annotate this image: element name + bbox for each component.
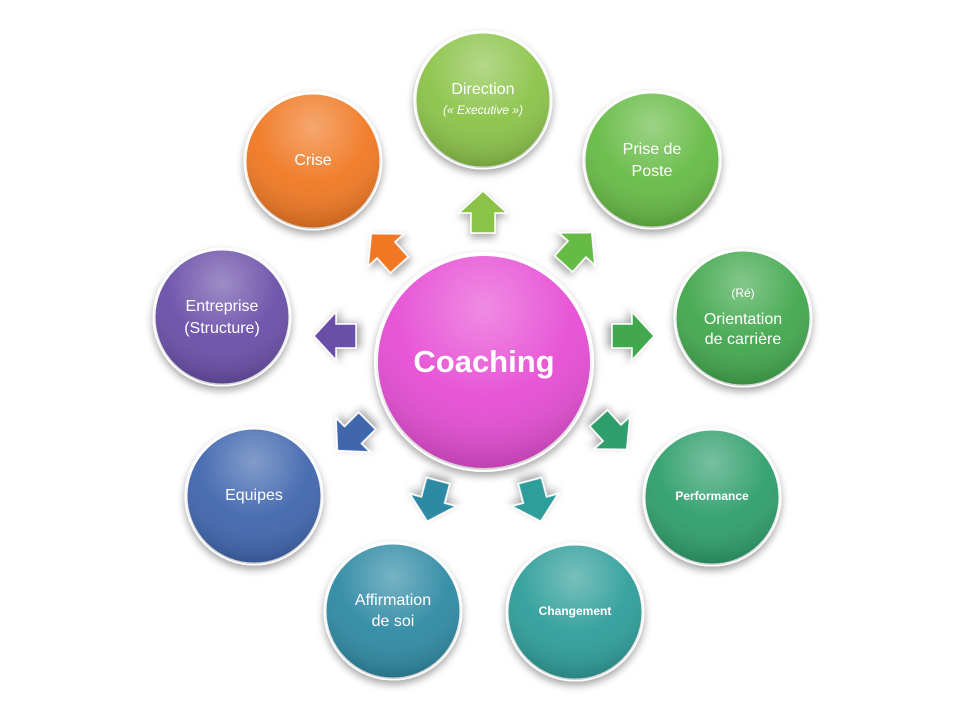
node-affirmation-line2: de soi: [372, 613, 415, 630]
arrow-up-right: [553, 231, 596, 273]
arrows: [312, 189, 656, 523]
node-equipes-label: Equipes: [225, 487, 283, 504]
node-changement: Changement: [505, 542, 645, 682]
node-entreprise: Entreprise (Structure): [152, 247, 292, 387]
node-orientation-line1: Orientation: [704, 311, 782, 328]
node-prise-de-poste: Prise de Poste: [582, 90, 722, 230]
node-crise-label: Crise: [294, 152, 331, 169]
node-affirmation: Affirmation de soi: [323, 541, 463, 681]
arrow-down-left: [408, 476, 459, 523]
arrow-left: [312, 310, 357, 362]
node-crise: Crise: [243, 91, 383, 231]
node-prise-line2: Poste: [632, 163, 673, 180]
node-direction-title: Direction: [451, 81, 514, 98]
node-performance: Performance: [642, 427, 782, 567]
arrow-right: [611, 310, 656, 362]
node-entreprise-line1: Entreprise: [186, 298, 259, 315]
node-changement-label: Changement: [539, 604, 612, 618]
node-orientation: (Ré) Orientation de carrière: [673, 248, 813, 388]
node-direction-subtitle: (« Executive »): [443, 103, 523, 117]
node-prise-line1: Prise de: [623, 141, 682, 158]
node-orientation-prefix: (Ré): [731, 286, 754, 300]
node-performance-label: Performance: [675, 489, 749, 503]
node-orientation-line2: de carrière: [705, 331, 782, 348]
arrow-down-left-2: [335, 411, 377, 453]
arrow-down-right-2: [509, 476, 560, 523]
node-equipes: Equipes: [184, 426, 324, 566]
node-direction: Direction (« Executive »): [413, 30, 553, 170]
arrow-up-left: [367, 232, 410, 274]
hub-label: Coaching: [413, 344, 554, 379]
arrow-up: [457, 189, 509, 234]
arrow-down-right: [588, 409, 631, 451]
node-affirmation-line1: Affirmation: [355, 592, 431, 609]
node-entreprise-line2: (Structure): [184, 320, 260, 337]
hub-coaching: Coaching: [374, 252, 594, 472]
